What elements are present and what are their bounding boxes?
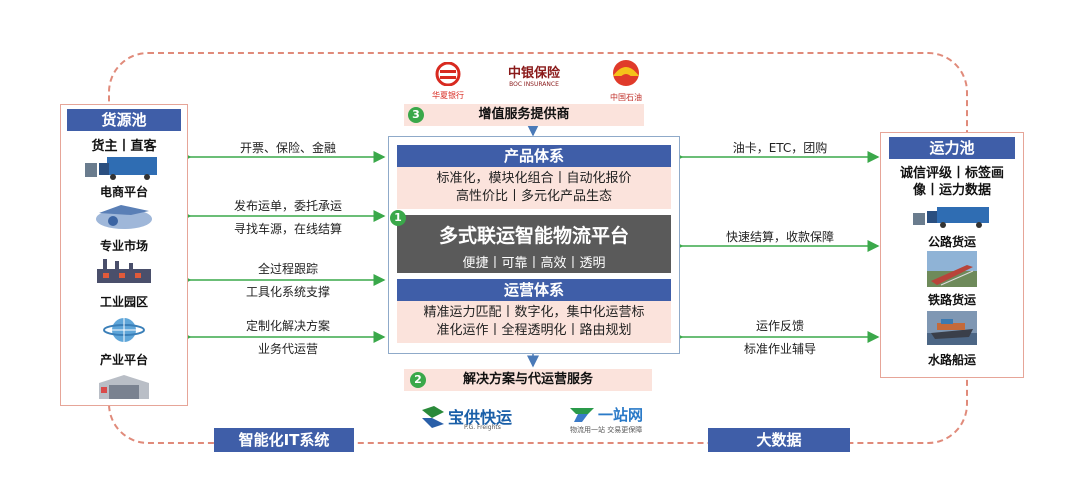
- solution-service-bar: 解决方案与代运营服务: [404, 369, 652, 391]
- left-arrow-text-1: 开票、保险、金融: [239, 141, 336, 155]
- pg-freights-sub: P.G. Freights: [464, 424, 501, 431]
- warehouse-icon: [99, 375, 149, 399]
- product-system-title: 产品体系: [397, 145, 671, 167]
- truck-icon: [85, 157, 157, 180]
- train-photo-icon: [927, 251, 977, 287]
- capacity-pool-subtitle-line2: 像丨运力数据: [912, 183, 991, 198]
- yizhanwang-name: 一站网: [598, 406, 644, 424]
- petrochina-label: 中国石油: [610, 93, 642, 102]
- yizhanwang-logo-icon: [570, 408, 594, 422]
- market-globe-icon: [96, 205, 152, 229]
- capacity-item-rail: 铁路货运: [927, 293, 976, 307]
- huaxia-bank-label: 华夏银行: [432, 91, 464, 100]
- road-truck-icon: [913, 207, 989, 228]
- left-arrow-text-2a: 发布运单，委托承运: [233, 199, 342, 213]
- product-system-body: 标准化，模块化组合丨自动化报价 高性价比丨多元化产品生态: [397, 167, 671, 209]
- cargo-item-industrial-park: 工业园区: [99, 295, 148, 309]
- product-system-line2: 高性价比丨多元化产品生态: [455, 189, 612, 204]
- value-added-service-label: 增值服务提供商: [478, 107, 570, 122]
- core-platform-title: 多式联运智能物流平台: [438, 225, 629, 247]
- right-arrow-text-2: 快速结算，收款保障: [725, 230, 834, 244]
- factory-icon: [97, 259, 151, 283]
- right-arrow-text-1: 油卡，ETC，团购: [732, 141, 828, 155]
- core-platform-block: 多式联运智能物流平台 便捷丨可靠丨高效丨透明: [397, 215, 671, 273]
- capacity-item-water: 水路船运: [927, 353, 976, 367]
- capacity-pool-title: 运力池: [889, 137, 1015, 159]
- platform-center-box: 产品体系 标准化，模块化组合丨自动化报价 高性价比丨多元化产品生态 多式联运智能…: [388, 136, 680, 354]
- it-system-tag: 智能化IT系统: [214, 428, 354, 452]
- boc-insurance-label: 中银保险: [507, 66, 560, 81]
- cargo-pool-title: 货源池: [67, 109, 181, 131]
- badge-3: 3: [408, 107, 424, 123]
- product-system-line1: 标准化，模块化组合丨自动化报价: [436, 171, 632, 186]
- left-arrow-text-3a: 全过程跟踪: [257, 262, 318, 276]
- operation-system-line2: 准化运作丨全程透明化丨路由规划: [436, 323, 632, 338]
- big-data-tag: 大数据: [708, 428, 850, 452]
- right-arrow-text-3b: 标准作业辅导: [743, 342, 816, 356]
- capacity-pool-subtitle: 诚信评级丨标签画 像丨运力数据: [881, 165, 1023, 199]
- pg-freights-name: 宝供快运: [448, 408, 513, 427]
- logo-huaxia-bank: 华夏银行: [420, 61, 476, 100]
- left-arrow-text-4a: 定制化解决方案: [245, 319, 330, 333]
- badge-1: 1: [390, 210, 406, 226]
- left-arrow-text-2b: 寻找车源，在线结算: [233, 222, 342, 236]
- core-platform-sub: 便捷丨可靠丨高效丨透明: [462, 256, 606, 271]
- yizhanwang-sub: 物流用一站 交易更保障: [570, 426, 643, 434]
- badge-2: 2: [410, 372, 426, 388]
- capacity-pool-panel: 运力池 诚信评级丨标签画 像丨运力数据 公路货运 铁路货运 水路船运: [880, 132, 1024, 378]
- cargo-pool-subtitle: 货主丨直客: [91, 139, 157, 154]
- cargo-item-market: 专业市场: [99, 239, 148, 253]
- value-added-service-bar: 增值服务提供商: [404, 104, 644, 126]
- petrochina-logo-icon: [613, 60, 639, 86]
- logo-petrochina: 中国石油: [600, 58, 652, 102]
- capacity-item-road: 公路货运: [927, 235, 976, 249]
- left-arrow-text-4b: 业务代运营: [257, 342, 318, 356]
- globe-icon: [103, 318, 145, 342]
- solution-service-label: 解决方案与代运营服务: [462, 372, 593, 387]
- logo-yizhanwang: 一站网 物流用一站 交易更保障: [568, 402, 668, 434]
- boc-insurance-sub: BOC INSURANCE: [509, 81, 559, 88]
- cargo-item-ecommerce: 电商平台: [99, 185, 148, 199]
- pg-freights-logo-icon: [422, 406, 444, 428]
- logo-boc-insurance: 中银保险 BOC INSURANCE: [502, 62, 566, 98]
- left-arrow-text-3b: 工具化系统支撑: [245, 285, 330, 299]
- huaxia-bank-logo-icon: [435, 61, 461, 87]
- cargo-item-industry-platform: 产业平台: [99, 353, 148, 367]
- operation-system-line1: 精准运力匹配丨数字化，集中化运营标: [423, 305, 645, 320]
- operation-system-title: 运营体系: [397, 279, 671, 301]
- cargo-pool-panel: 货源池 货主丨直客 电商平台 专业市场 工业园区 产业平台: [60, 104, 188, 406]
- logo-pg-freights: 宝供快运 P.G. Freights: [420, 402, 530, 434]
- operation-system-body: 精准运力匹配丨数字化，集中化运营标 准化运作丨全程透明化丨路由规划: [397, 301, 671, 343]
- ship-photo-icon: [927, 311, 977, 345]
- capacity-pool-subtitle-line1: 诚信评级丨标签画: [899, 166, 1004, 181]
- right-arrow-text-3a: 运作反馈: [755, 319, 804, 333]
